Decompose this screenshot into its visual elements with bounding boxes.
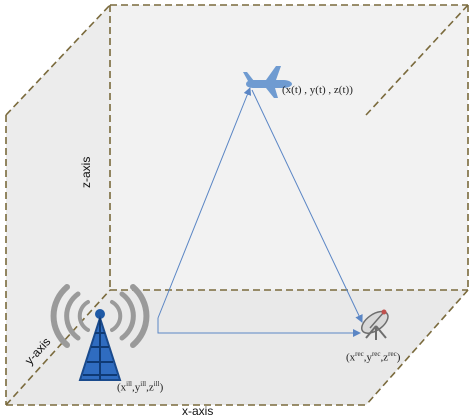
airplane-icon xyxy=(243,66,292,98)
direct-path-arrow xyxy=(157,318,361,337)
x-axis-label: x-axis xyxy=(182,404,214,418)
transmitter-waves-icon xyxy=(50,284,150,348)
box-edges xyxy=(5,4,469,406)
signal-paths xyxy=(157,87,363,337)
back-panel xyxy=(110,5,468,290)
radio-tower-icon xyxy=(78,309,122,381)
satellite-dish-icon xyxy=(360,309,389,340)
aircraft-coordinate-label: (x(t) , y(t) , z(t)) xyxy=(282,84,353,96)
receiver-coordinate-label: (xrec,yrec,zrec) xyxy=(346,350,401,364)
transmitter-coordinate-label: (xill,yill,zill) xyxy=(117,380,164,394)
scattered-path-arrow xyxy=(251,89,363,323)
incident-path-arrow xyxy=(157,87,252,319)
z-axis-label: z-axis xyxy=(79,156,93,188)
